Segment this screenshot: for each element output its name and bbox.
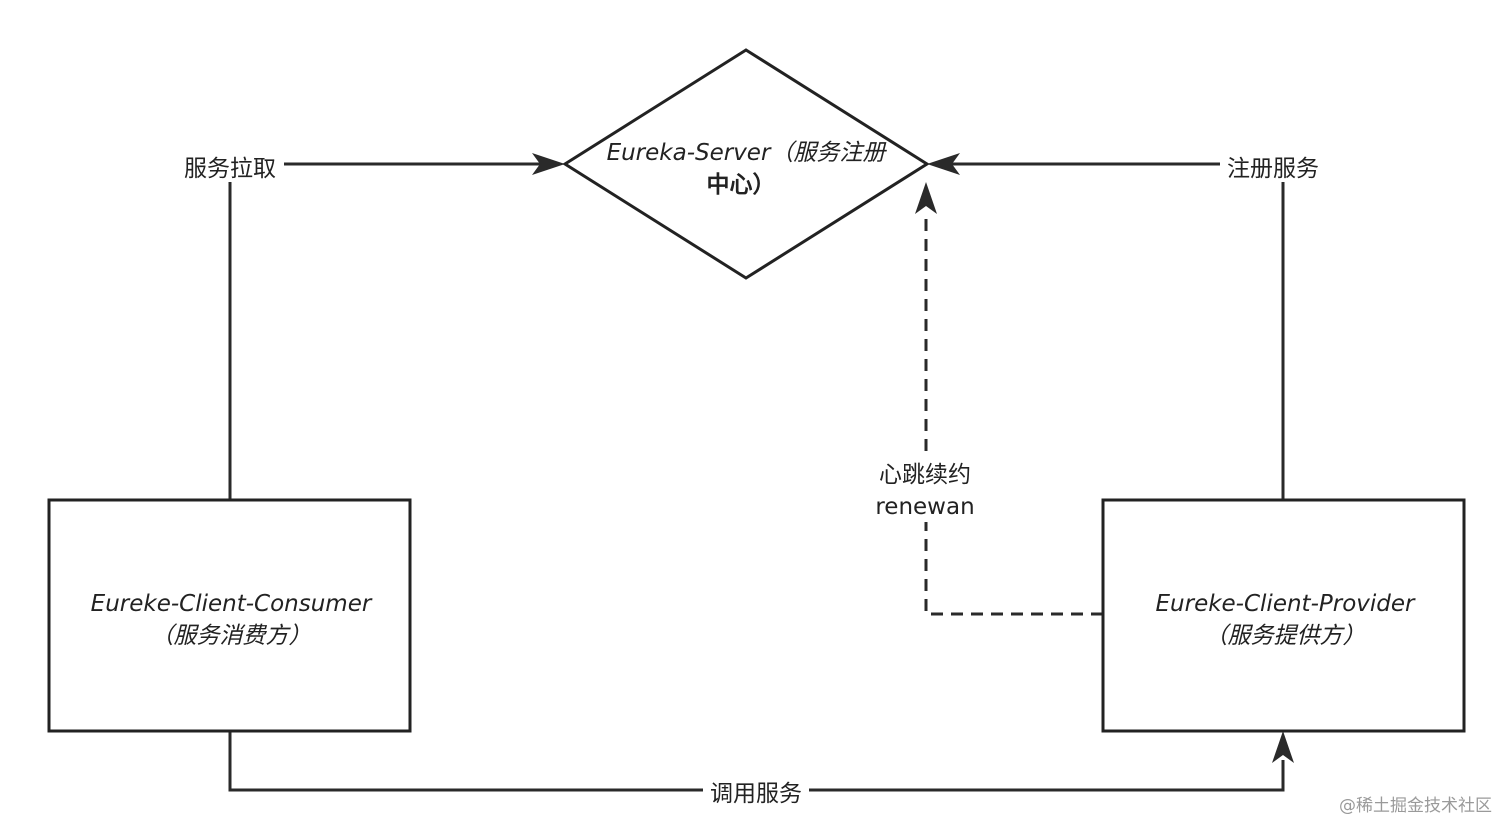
edge-fetch-label: 服务拉取 <box>184 156 276 182</box>
consumer-label-line2: （服务消费方） <box>151 623 312 649</box>
edge-register-label: 注册服务 <box>1227 156 1319 182</box>
watermark: @稀土掘金技术社区 <box>1339 796 1492 816</box>
node-eureka-server: Eureka-Server（服务注册 中心） <box>562 48 930 280</box>
server-label-line1: Eureka-Server（服务注册 <box>607 140 888 166</box>
edge-invoke-label-bg <box>703 774 809 808</box>
edge-renew-label-line2: renewan <box>875 494 974 520</box>
edge-renew-label-line1: 心跳续约 <box>879 462 971 488</box>
edge-register: 注册服务 <box>927 148 1328 500</box>
edge-register-arrowhead <box>927 153 960 175</box>
edge-register-line <box>952 162 1285 500</box>
edge-fetch-label-bg <box>176 148 284 182</box>
edge-invoke-label: 调用服务 <box>710 781 802 807</box>
edge-fetch-line <box>228 162 540 500</box>
edge-invoke: 调用服务 <box>228 731 1294 808</box>
edge-fetch-arrowhead <box>532 153 565 175</box>
provider-label-line1: Eureke-Client-Provider <box>1156 591 1417 617</box>
server-label-line2: 中心） <box>707 171 776 198</box>
edge-renew-label-bg <box>870 456 980 522</box>
server-diamond-shape <box>562 48 930 280</box>
provider-box-shape <box>1101 498 1466 733</box>
consumer-label-line1: Eureke-Client-Consumer <box>91 591 373 617</box>
node-client-provider: Eureke-Client-Provider （服务提供方） <box>1101 498 1466 733</box>
edge-renew-arrowhead <box>915 182 937 214</box>
edge-renew-line <box>924 212 1103 616</box>
node-client-consumer: Eureke-Client-Consumer （服务消费方） <box>47 498 412 733</box>
provider-label-line2: （服务提供方） <box>1205 623 1366 649</box>
consumer-box-shape <box>47 498 412 733</box>
edge-renew: 心跳续约 renewan <box>870 182 1103 616</box>
edge-fetch: 服务拉取 <box>176 148 565 500</box>
edge-invoke-arrowhead <box>1272 731 1294 763</box>
edge-register-label-bg <box>1220 148 1328 182</box>
